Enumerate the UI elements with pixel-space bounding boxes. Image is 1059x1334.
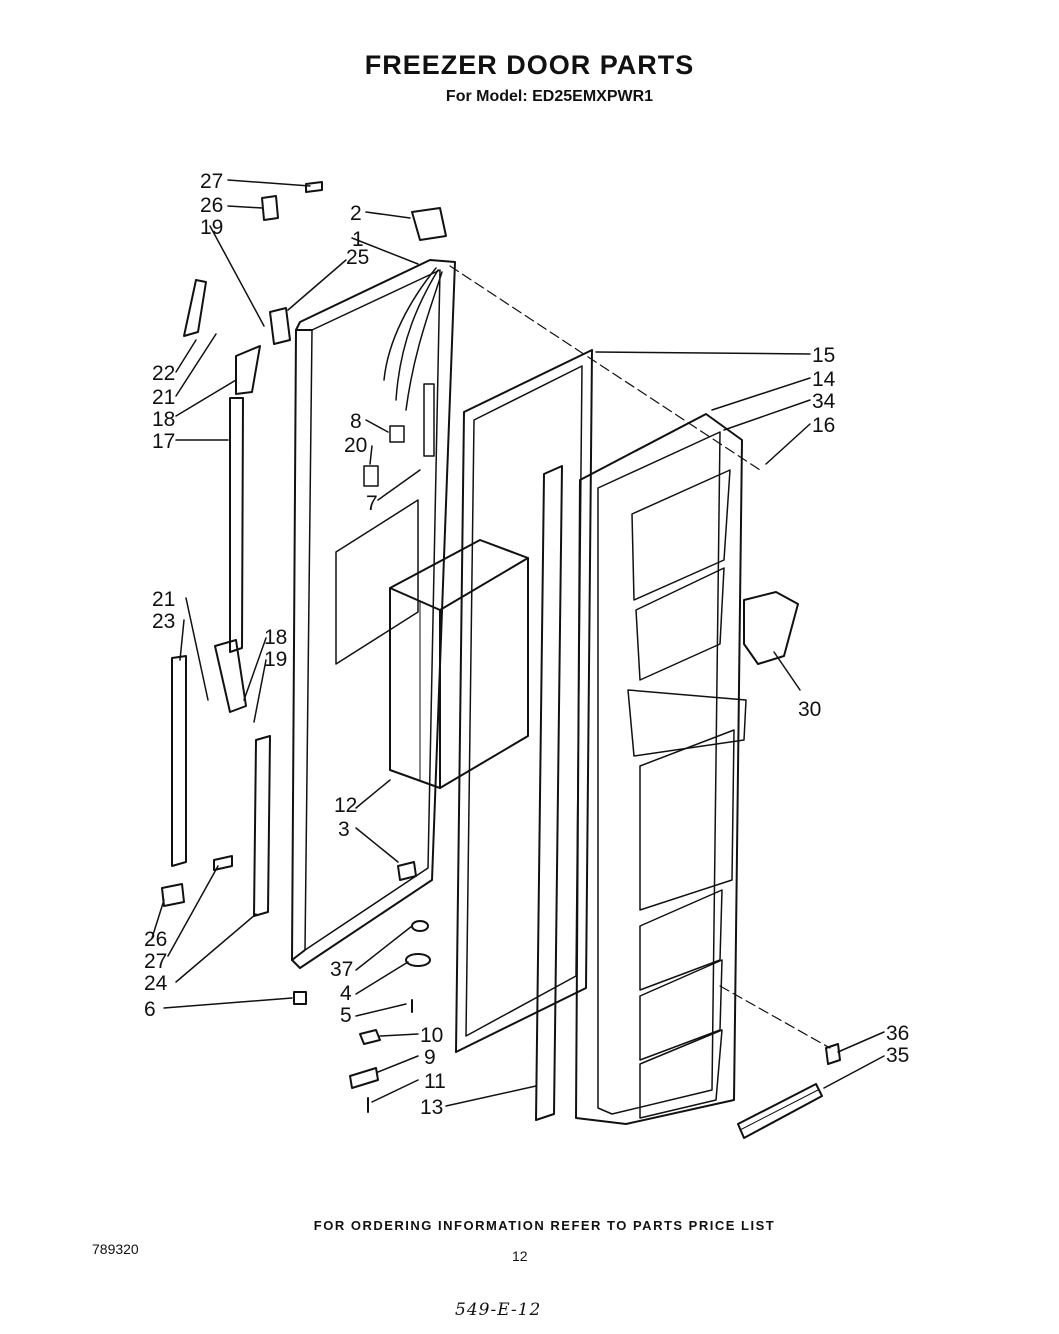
wiring-harness bbox=[363, 267, 443, 487]
part-label: 9 bbox=[424, 1046, 436, 1069]
part-label: 36 bbox=[886, 1022, 909, 1045]
door-frame bbox=[291, 259, 456, 969]
door-gasket bbox=[455, 349, 593, 1053]
part-label: 8 bbox=[350, 410, 362, 433]
part-label: 34 bbox=[812, 390, 836, 413]
diagram-title: FREEZER DOOR PARTS bbox=[364, 50, 695, 80]
part-label: 27 bbox=[200, 170, 223, 193]
ordering-info-footer: FOR ORDERING INFORMATION REFER TO PARTS … bbox=[313, 1218, 776, 1233]
back-plate bbox=[335, 499, 419, 665]
part-label: 27 bbox=[144, 950, 167, 973]
part-label: 18 bbox=[264, 626, 287, 649]
part-label: 21 bbox=[152, 386, 175, 409]
hinge-trim-strips bbox=[171, 397, 271, 917]
part-label: 4 bbox=[340, 982, 352, 1005]
page-number: 12 bbox=[512, 1248, 528, 1264]
document-number: 789320 bbox=[92, 1241, 139, 1257]
part-label: 7 bbox=[366, 492, 378, 515]
alignment-lines bbox=[449, 265, 831, 1049]
leader-lines bbox=[151, 179, 885, 1107]
part-label: 24 bbox=[144, 972, 168, 995]
part-label: 26 bbox=[144, 928, 167, 951]
part-label: 12 bbox=[334, 794, 357, 817]
bottom-trim bbox=[737, 1043, 841, 1139]
part-label: 11 bbox=[424, 1070, 446, 1093]
part-label: 2 bbox=[350, 202, 362, 225]
ice-chute-housing bbox=[389, 539, 529, 789]
part-label: 21 bbox=[152, 588, 175, 611]
part-label: 20 bbox=[344, 434, 367, 457]
part-label: 3 bbox=[338, 818, 350, 841]
part-label: 5 bbox=[340, 1004, 352, 1027]
part-label: 19 bbox=[200, 216, 223, 239]
door-liner bbox=[575, 413, 747, 1125]
model-subtitle: For Model: ED25EMXPWR1 bbox=[445, 88, 654, 105]
part-label: 14 bbox=[812, 368, 836, 391]
part-label: 22 bbox=[152, 362, 175, 385]
handwritten-note: 549-E-12 bbox=[455, 1300, 542, 1320]
part-label: 18 bbox=[152, 408, 175, 431]
part-label: 30 bbox=[798, 698, 821, 721]
part-label: 23 bbox=[152, 610, 175, 633]
ice-funnel bbox=[743, 591, 799, 665]
part-label: 15 bbox=[812, 344, 835, 367]
side-strip bbox=[535, 465, 563, 1121]
part-label: 19 bbox=[264, 648, 287, 671]
part-label: 6 bbox=[144, 998, 156, 1021]
part-label: 26 bbox=[200, 194, 223, 217]
lower-hardware bbox=[349, 861, 431, 1113]
part-number-labels: 27 26 19 2 1 25 22 21 18 17 8 20 7 15 14… bbox=[144, 170, 909, 1119]
part-label: 35 bbox=[886, 1044, 909, 1067]
part-label: 17 bbox=[152, 430, 175, 453]
part-label: 1 bbox=[352, 228, 364, 251]
part-label: 16 bbox=[812, 414, 835, 437]
part-label: 13 bbox=[420, 1096, 443, 1119]
part-label: 10 bbox=[420, 1024, 443, 1047]
part-label: 25 bbox=[346, 246, 369, 269]
part-label: 37 bbox=[330, 958, 353, 981]
